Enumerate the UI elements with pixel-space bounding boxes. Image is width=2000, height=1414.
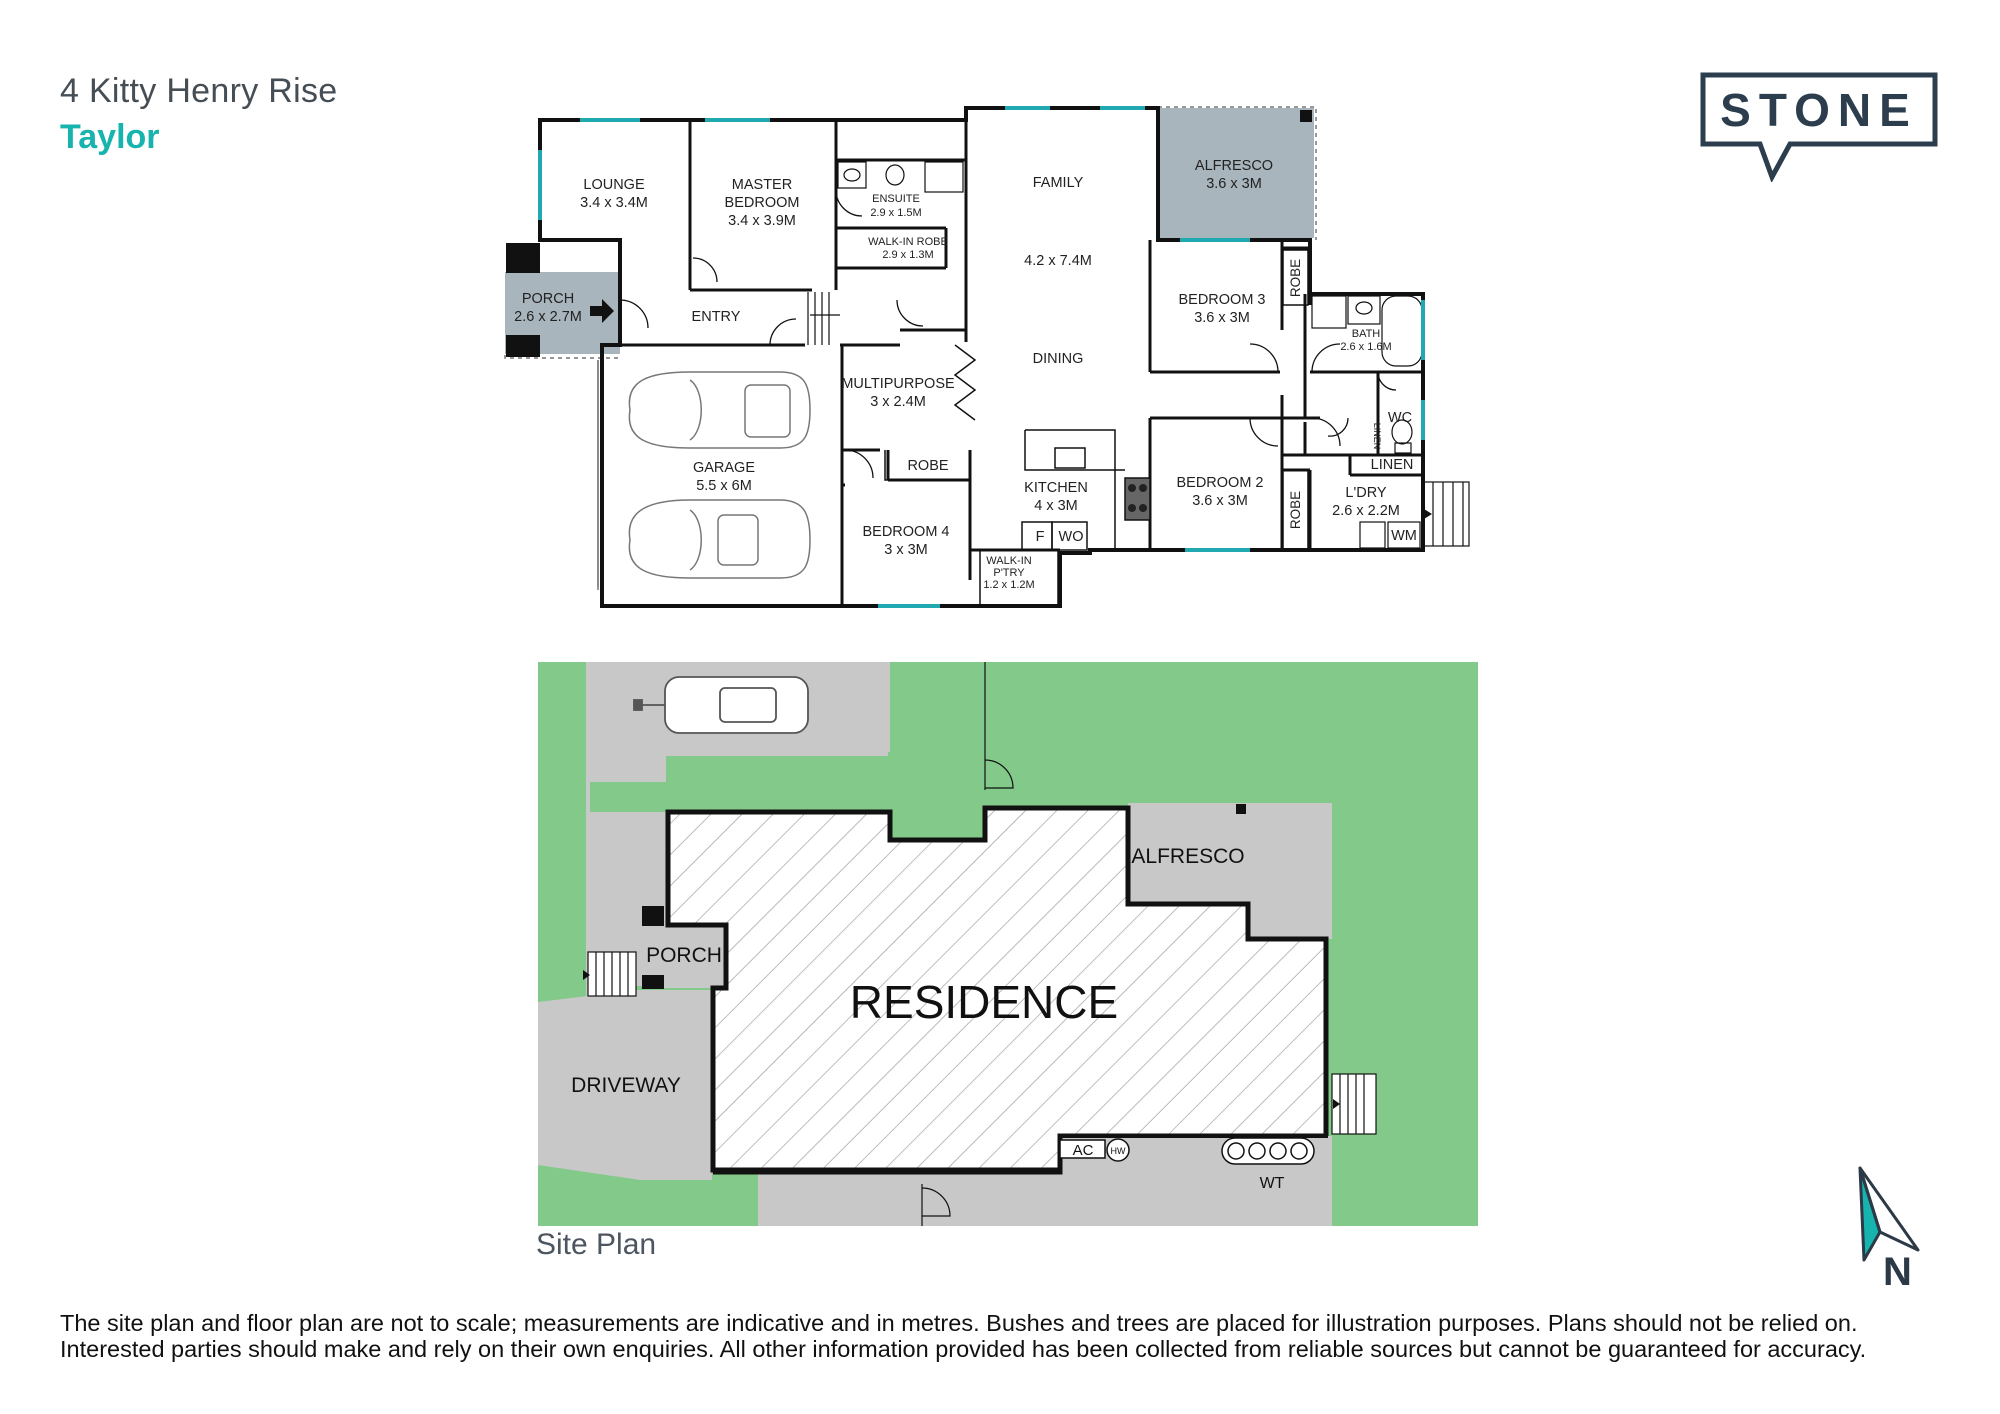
room-bedroom2-size: 3.6 x 3M xyxy=(1192,493,1248,509)
vehicle-icon xyxy=(633,676,809,734)
north-arrow-icon xyxy=(1858,1166,1920,1262)
site-residence-label: RESIDENCE xyxy=(850,976,1118,1028)
room-bedroom4-label: BEDROOM 4 xyxy=(862,524,949,540)
laundry-wm-label: WM xyxy=(1391,528,1417,544)
room-linen-small-label: LINEN xyxy=(1372,423,1382,450)
room-pantry-label-2: P'TRY xyxy=(993,567,1025,579)
room-pantry-size: 1.2 x 1.2M xyxy=(983,579,1034,591)
property-address: 4 Kitty Henry Rise xyxy=(60,72,338,110)
room-garage-size: 5.5 x 6M xyxy=(696,478,752,494)
room-multipurpose-size: 3 x 2.4M xyxy=(870,394,926,410)
site-plan-label: Site Plan xyxy=(536,1228,657,1261)
disclaimer: The site plan and floor plan are not to … xyxy=(60,1310,1960,1362)
disclaimer-line-1: The site plan and floor plan are not to … xyxy=(60,1310,1858,1336)
room-porch-label: PORCH xyxy=(522,291,574,307)
room-bath-size: 2.6 x 1.6M xyxy=(1340,341,1391,353)
room-master-size: 3.4 x 3.9M xyxy=(728,213,796,229)
north-label: N xyxy=(1883,1250,1912,1294)
room-master-label: MASTER xyxy=(732,177,792,193)
site-driveway-label: DRIVEWAY xyxy=(571,1074,681,1097)
room-wir-label: WALK-IN ROBE xyxy=(868,236,948,248)
water-tank-icon xyxy=(1221,1137,1315,1165)
room-bedroom3-size: 3.6 x 3M xyxy=(1194,310,1250,326)
site-porch-label: PORCH xyxy=(646,944,722,967)
room-entry-label: ENTRY xyxy=(692,309,741,325)
room-wc-label: WC xyxy=(1388,410,1412,426)
entry-arrow-icon xyxy=(590,299,614,323)
alfresco-post xyxy=(1300,110,1312,122)
property-suburb: Taylor xyxy=(60,118,160,156)
site-driveway xyxy=(538,990,712,1180)
room-ensuite-label: ENSUITE xyxy=(872,193,920,205)
alfresco-area xyxy=(1158,108,1314,238)
site-alfresco-extension xyxy=(1248,803,1332,939)
room-linen-label: LINEN xyxy=(1371,457,1414,473)
room-family-label: FAMILY xyxy=(1033,175,1084,191)
stone-logo-text: STONE xyxy=(1720,84,1918,136)
disclaimer-line-2: Interested parties should make and rely … xyxy=(60,1336,1867,1362)
room-bath-label: BATH xyxy=(1352,328,1381,340)
room-bedroom3-label: BEDROOM 3 xyxy=(1178,292,1265,308)
room-kitchen-label: KITCHEN xyxy=(1024,480,1088,496)
floor-plan: LOUNGE 3.4 x 3.4M MASTER BEDROOM 3.4 x 3… xyxy=(504,106,1470,608)
room-bedroom4-size: 3 x 3M xyxy=(884,542,928,558)
porch-pillar-top xyxy=(506,243,540,273)
room-lounge-size: 3.4 x 3.4M xyxy=(580,195,648,211)
car-icon xyxy=(628,371,811,449)
room-alfresco-label: ALFRESCO xyxy=(1195,158,1273,174)
kitchen-wall-oven-label: WO xyxy=(1059,529,1084,545)
room-master-label-2: BEDROOM xyxy=(725,195,800,211)
room-ensuite-size: 2.9 x 1.5M xyxy=(870,207,921,219)
room-kitchen-size: 4 x 3M xyxy=(1034,498,1078,514)
room-family-size: 4.2 x 7.4M xyxy=(1024,253,1092,269)
room-laundry-size: 2.6 x 2.2M xyxy=(1332,503,1400,519)
room-garage-label: GARAGE xyxy=(693,460,755,476)
room-bedroom2-label: BEDROOM 2 xyxy=(1176,475,1263,491)
site-plan: RESIDENCE ALFRESCO PORCH DRIVEWAY AC HW … xyxy=(538,662,1478,1226)
site-ac-label: AC xyxy=(1073,1142,1094,1159)
room-alfresco-size: 3.6 x 3M xyxy=(1206,176,1262,192)
kitchen-fridge-label: F xyxy=(1036,529,1045,545)
room-dining-label: DINING xyxy=(1033,351,1084,367)
car-icon xyxy=(628,499,811,579)
step-arrow-icon xyxy=(1424,509,1432,519)
room-robe2-label: ROBE xyxy=(1288,491,1303,529)
site-hw-label: HW xyxy=(1111,1146,1126,1156)
site-wt-label: WT xyxy=(1260,1175,1285,1192)
room-pantry-label: WALK-IN xyxy=(986,555,1031,567)
site-residence xyxy=(665,805,1329,1173)
room-multipurpose-label: MULTIPURPOSE xyxy=(841,376,955,392)
stone-logo: STONE xyxy=(1700,72,1938,182)
room-robe4-label: ROBE xyxy=(907,458,948,474)
room-robe3-label: ROBE xyxy=(1288,259,1303,297)
site-alfresco xyxy=(1128,803,1248,904)
room-porch-size: 2.6 x 2.7M xyxy=(514,309,582,325)
room-lounge-label: LOUNGE xyxy=(583,177,645,193)
porch-pillar-bottom xyxy=(506,335,540,357)
room-laundry-label: L'DRY xyxy=(1345,485,1387,501)
room-wir-size: 2.9 x 1.3M xyxy=(882,249,933,261)
site-alfresco-label: ALFRESCO xyxy=(1131,845,1244,868)
